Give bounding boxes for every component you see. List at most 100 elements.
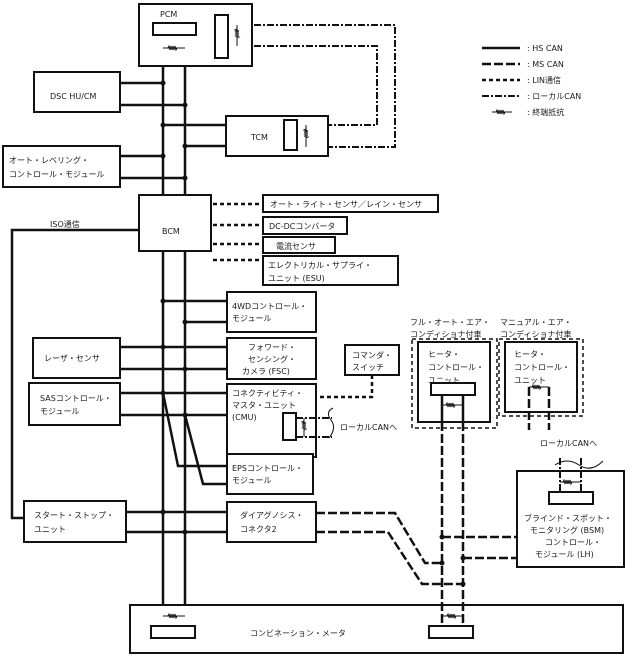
ms-can-dlc2-h xyxy=(316,511,442,565)
local-can-pcm-tcm-inner xyxy=(228,45,378,126)
local-can-pcm-tcm-outer xyxy=(228,24,396,148)
start-stop-label-1: スタート・ストップ・ xyxy=(34,511,114,520)
bsm-label-1: ブラインド・スポット・ xyxy=(524,513,612,523)
iso-label: ISO通信 xyxy=(50,219,80,229)
cmu-label-1: コネクティビティ・ xyxy=(232,389,303,398)
manual-ac-enclosure xyxy=(498,338,584,417)
diagnosis-connector-2-box[interactable] xyxy=(226,501,317,543)
fsc-box[interactable] xyxy=(226,337,317,380)
commander-label-2: スイッチ xyxy=(352,363,384,372)
tcm-local-resistor-icon xyxy=(302,128,310,139)
meter-ms-connector xyxy=(428,625,474,639)
bcm-box[interactable] xyxy=(138,194,212,252)
commander-label-1: コマンダ・ xyxy=(352,350,392,360)
start-stop-label-2: ユニット xyxy=(34,525,66,534)
bsm-label-2: モニタリング (BSM) xyxy=(530,525,604,535)
manual-heater-label-3: ユニット xyxy=(514,376,546,385)
manual-heater-unit-box[interactable] xyxy=(504,341,578,413)
legend-ms-can-label: : MS CAN xyxy=(527,60,564,69)
cmu-local-can-label: ローカルCANへ xyxy=(340,423,397,432)
legend-resistor-icon xyxy=(492,108,512,116)
dcdc-label: DC-DCコンバータ xyxy=(269,222,335,231)
dsc-hu-cm-box[interactable] xyxy=(33,71,121,113)
cmu-local-resistor-icon xyxy=(300,420,308,431)
cmu-label-3: (CMU) xyxy=(232,413,257,422)
sas-label-2: モジュール xyxy=(40,407,79,416)
full-auto-heater-label-3: ユニット xyxy=(428,376,460,385)
manual-heater-label-2: コントロール・ xyxy=(514,363,570,372)
full-auto-heater-label-2: コントロール・ xyxy=(428,363,484,372)
sas-control-module-box[interactable] xyxy=(28,382,121,426)
pcm-label: PCM xyxy=(160,10,177,19)
heater-ms-connector xyxy=(430,382,476,396)
start-stop-unit-box[interactable] xyxy=(23,500,127,543)
manual-ac-label-1: マニュアル・エア・ xyxy=(500,318,572,327)
fsc-label-2: センシング・ xyxy=(248,354,296,364)
dlc2-label-1: ダイアグノシス・ xyxy=(240,510,303,520)
fsc-label-3: カメラ (FSC) xyxy=(242,367,290,376)
4wd-label-1: 4WDコントロール・ xyxy=(232,302,307,311)
auto-leveling-label-1: オート・レベリング・ xyxy=(9,155,89,165)
meter-ms-resistor-icon xyxy=(446,612,457,620)
bsm-control-module-box[interactable] xyxy=(516,470,625,568)
bsm-resistor-icon xyxy=(562,478,573,486)
full-auto-ac-label-2: コンディショナ付車 xyxy=(410,329,481,339)
esu-box[interactable] xyxy=(262,255,399,286)
manual-heater-label-1: ヒータ・ xyxy=(514,350,546,359)
commander-switch-box[interactable] xyxy=(344,344,400,376)
pcm-local-resistor-icon xyxy=(233,28,241,39)
cmu-box[interactable] xyxy=(226,383,317,458)
meter-hs-resistor-icon xyxy=(167,612,178,620)
ms-can-dlc2-l xyxy=(316,530,463,586)
laser-sensor-box[interactable] xyxy=(32,337,121,379)
dc-dc-converter-box[interactable] xyxy=(262,216,348,235)
full-auto-ac-label-1: フル・オート・エア・ xyxy=(410,318,490,327)
lin-cmu-commander xyxy=(320,375,374,399)
current-sensor-box[interactable] xyxy=(262,236,336,254)
combination-meter-label: コンビネーション・メータ xyxy=(250,629,346,638)
iso-line xyxy=(10,228,139,520)
cmu-local-can-break-icon xyxy=(327,407,335,439)
legend-lin-label: : LIN通信 xyxy=(527,75,561,85)
bsm-label-4: モジュール (LH) xyxy=(535,550,594,559)
tcm-local-connector xyxy=(283,119,298,151)
eps-control-module-box[interactable] xyxy=(226,453,314,495)
esu-label-2: ユニット (ESU) xyxy=(268,274,325,283)
cmu-local-connector xyxy=(282,412,297,441)
esu-label-1: エレクトリカル・サプライ・ xyxy=(268,261,372,270)
sas-label-1: SASコントロール・ xyxy=(40,394,112,403)
full-auto-heater-label-1: ヒータ・ xyxy=(428,350,460,359)
dlc2-label-2: コネクタ2 xyxy=(240,525,277,534)
4wd-label-2: モジュール xyxy=(232,314,271,323)
tcm-box[interactable] xyxy=(225,115,329,157)
legend: : HS CAN : MS CAN : LIN通信 : ローカルCAN : 終端… xyxy=(482,44,581,117)
bsm-label-3: コントロール・ xyxy=(545,538,601,547)
legend-local-can-label: : ローカルCAN xyxy=(527,92,581,101)
eps-label-2: モジュール xyxy=(232,476,271,485)
pcm-local-connector xyxy=(214,14,229,59)
eps-label-1: EPSコントロール・ xyxy=(232,464,303,473)
pcm-connector xyxy=(152,22,197,36)
tcm-label: TCM xyxy=(250,133,268,142)
bsm-local-can-label: ローカルCANへ xyxy=(540,439,597,448)
pcm-resistor-icon xyxy=(167,44,178,52)
manual-heater-resistor-icon xyxy=(531,383,542,391)
bsm-connector xyxy=(548,491,594,505)
auto-light-rain-sensor-box[interactable] xyxy=(262,194,439,213)
auto-leveling-label-2: コントロール・モジュール xyxy=(9,170,104,179)
auto-leveling-module-box[interactable] xyxy=(2,145,121,188)
full-auto-ac-enclosure xyxy=(411,338,498,429)
bsm-local-can-break-icon xyxy=(554,460,604,469)
fsc-label-1: フォワード・ xyxy=(248,343,296,352)
legend-hs-can-label: : HS CAN xyxy=(527,44,563,53)
legend-resistor-label: : 終端抵抗 xyxy=(527,107,564,117)
heater-resistor-icon xyxy=(445,401,456,409)
4wd-control-module-box[interactable] xyxy=(226,291,317,333)
auto-light-label: オート・ライト・センサ／レイン・センサ xyxy=(270,200,422,209)
bcm-label: BCM xyxy=(162,227,180,236)
combination-meter-box[interactable] xyxy=(129,604,624,654)
dsc-label: DSC HU/CM xyxy=(50,92,97,101)
cmu-label-2: マスタ・ユニット xyxy=(232,401,296,410)
laser-sensor-label: レーザ・センサ xyxy=(44,354,100,363)
